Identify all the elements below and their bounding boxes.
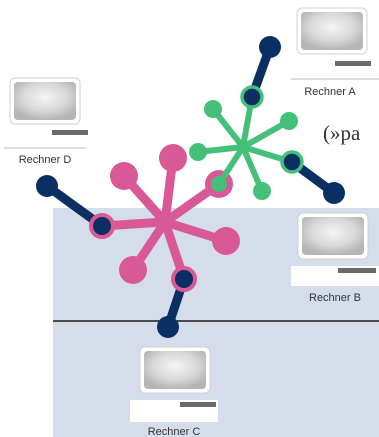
cut-off-text: (»pa (323, 121, 361, 145)
computer-d: Rechner D (4, 77, 88, 166)
green-hub (189, 94, 298, 200)
computer-c: Rechner C (130, 346, 218, 437)
monitor-icon (291, 212, 379, 286)
green-port-b (280, 150, 304, 174)
computer-b: Rechner B (291, 212, 379, 304)
pink-port-c (171, 266, 197, 292)
computer-c-label: Rechner C (148, 426, 201, 437)
green-port-a (240, 85, 264, 109)
monitor-icon (291, 7, 379, 80)
computer-a-label: Rechner A (304, 86, 356, 98)
computer-a: Rechner A (291, 7, 379, 98)
monitor-icon (4, 77, 88, 149)
monitor-icon (130, 346, 218, 422)
pink-port-d (89, 213, 115, 239)
computer-b-label: Rechner B (309, 292, 361, 304)
computer-d-label: Rechner D (19, 154, 72, 166)
green-pink-junction (211, 176, 227, 192)
